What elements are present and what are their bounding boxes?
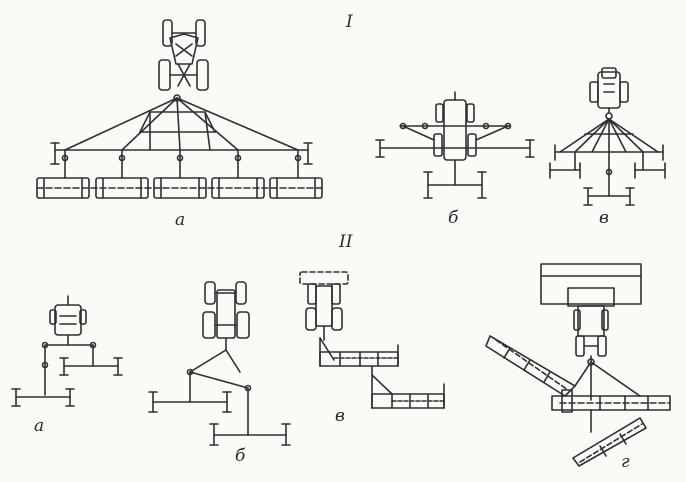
sublabel-I-v: в <box>599 208 609 228</box>
figure-I-b <box>375 91 535 199</box>
sublabel-II-b: б <box>235 446 246 466</box>
figure-II-a <box>11 295 123 407</box>
figure-I-v <box>549 67 666 206</box>
figure-II-b <box>148 281 291 446</box>
figure-II-v <box>299 271 445 409</box>
sublabel-II-a: а <box>34 416 45 436</box>
sublabel-II-g: г <box>621 452 630 472</box>
sublabel-I-a: а <box>175 210 186 230</box>
section-label-II: II <box>339 232 353 252</box>
section-label-I: I <box>346 12 353 32</box>
figure-II-g <box>485 263 671 467</box>
sublabel-I-b: б <box>448 208 459 228</box>
figure-I-a <box>36 19 323 199</box>
sublabel-II-v: в <box>335 406 345 426</box>
